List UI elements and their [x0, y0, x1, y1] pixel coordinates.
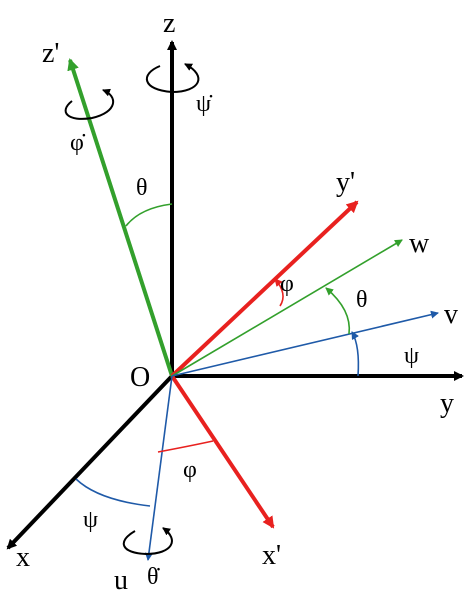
phi-arc-y-prime: [274, 278, 284, 307]
u-rotation-arrow: [122, 527, 173, 556]
z-label: z: [163, 8, 175, 39]
psi-label-x: ψ: [83, 507, 98, 533]
phi-label-x-prime: φ: [183, 457, 197, 483]
y-prime-label: y': [336, 167, 355, 198]
x-axis: [6, 374, 174, 550]
y-label: y: [440, 388, 454, 419]
phi-arc-x-prime: [157, 440, 214, 453]
w-axis: [171, 239, 403, 377]
x-prime-axis: [170, 374, 275, 529]
w-label: w: [409, 228, 430, 259]
psi-label-y: ψ: [404, 343, 419, 369]
z-rotation-arrow: [145, 63, 200, 94]
psi-arc-y: [351, 331, 360, 377]
z-prime-label: z': [42, 38, 59, 69]
v-label: v: [444, 299, 458, 330]
u-label: u: [114, 565, 128, 596]
phi-label-y-prime: φ: [280, 271, 294, 297]
x-prime-label: x': [262, 540, 281, 571]
z-prime-rotation-arrow: [64, 88, 114, 120]
theta-arc-z: [125, 203, 173, 227]
origin-label: O: [130, 362, 150, 393]
theta-label-z: θ: [136, 175, 148, 201]
theta-label-w: θ: [356, 287, 368, 313]
theta-dot-label: θ̇: [147, 564, 160, 590]
psi-dot-label: ψ̇: [196, 91, 213, 117]
z-prime-axis: [67, 58, 174, 377]
theta-arc-w: [325, 287, 351, 335]
v-axis: [171, 310, 439, 377]
psi-arc-x: [75, 478, 151, 507]
x-label: x: [16, 542, 30, 573]
phi-dot-label: φ̇: [70, 130, 86, 156]
u-axis: [144, 375, 173, 561]
y-prime-axis: [170, 200, 359, 378]
